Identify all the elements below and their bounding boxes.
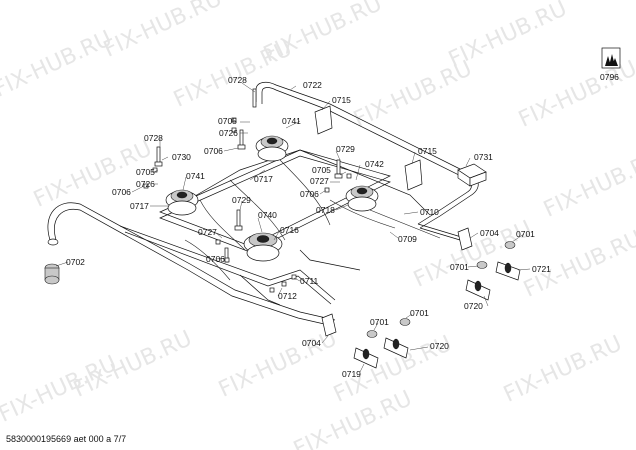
part-label-0721: 0721 xyxy=(532,264,551,274)
gas-valve-0719 xyxy=(353,347,379,369)
part-label-0726: 0726 xyxy=(219,128,238,138)
part-label-0796: 0796 xyxy=(600,72,619,82)
part-label-0731: 0731 xyxy=(474,152,493,162)
part-label-0720: 0720 xyxy=(464,301,483,311)
part-0796-icon xyxy=(601,47,621,69)
part-label-0729: 0729 xyxy=(232,195,251,205)
part-label-0702: 0702 xyxy=(66,257,85,267)
part-label-0727: 0727 xyxy=(310,176,329,186)
part-label-0701: 0701 xyxy=(450,262,469,272)
part-label-0722: 0722 xyxy=(303,80,322,90)
clip-0704 xyxy=(321,227,473,337)
part-label-0710: 0710 xyxy=(420,207,439,217)
leader-lines xyxy=(55,82,531,373)
part-label-0705: 0705 xyxy=(136,167,155,177)
part-label-0718: 0718 xyxy=(316,205,335,215)
gas-valve-0721 xyxy=(495,261,521,281)
gas-manifold-tube xyxy=(47,81,479,327)
part-label-0705: 0705 xyxy=(218,116,237,126)
part-label-0704: 0704 xyxy=(302,338,321,348)
part-label-0706: 0706 xyxy=(204,146,223,156)
part-label-0740: 0740 xyxy=(258,210,277,220)
part-label-0727: 0727 xyxy=(198,227,217,237)
part-label-0715: 0715 xyxy=(418,146,437,156)
part-label-0706: 0706 xyxy=(206,254,225,264)
part-label-0701: 0701 xyxy=(516,229,535,239)
part-0702-fitting xyxy=(44,263,60,285)
ignition-electrodes xyxy=(143,88,352,293)
part-label-0741: 0741 xyxy=(186,171,205,181)
bracket-0715 xyxy=(314,105,423,191)
burner-0740-center xyxy=(243,232,283,262)
part-label-0712: 0712 xyxy=(278,291,297,301)
burner-0741-left xyxy=(165,189,199,216)
part-label-0715: 0715 xyxy=(332,95,351,105)
part-label-0719: 0719 xyxy=(342,369,361,379)
part-label-0704: 0704 xyxy=(480,228,499,238)
part-label-0742: 0742 xyxy=(365,159,384,169)
part-label-0717: 0717 xyxy=(254,174,273,184)
nut-0701 xyxy=(366,241,516,338)
part-label-0726: 0726 xyxy=(136,179,155,189)
gas-valve-0720b xyxy=(383,337,409,359)
part-label-0730: 0730 xyxy=(172,152,191,162)
part-label-0709: 0709 xyxy=(398,234,417,244)
part-label-0706: 0706 xyxy=(112,187,131,197)
part-label-0720: 0720 xyxy=(430,341,449,351)
document-footer-code: 5830000195669 aet 000 a 7/7 xyxy=(6,434,127,444)
part-label-0729: 0729 xyxy=(336,144,355,154)
part-label-0717: 0717 xyxy=(130,201,149,211)
gas-valve-0720a xyxy=(465,279,491,301)
part-label-0728: 0728 xyxy=(144,133,163,143)
part-label-0716: 0716 xyxy=(280,225,299,235)
part-label-0701: 0701 xyxy=(410,308,429,318)
part-number-labels: 0796 0728 0722 0705 0715 0741 0726 0706 … xyxy=(66,72,619,379)
part-label-0701: 0701 xyxy=(370,317,389,327)
part-label-0741: 0741 xyxy=(282,116,301,126)
burner-0741-top xyxy=(255,135,289,162)
part-label-0728: 0728 xyxy=(228,75,247,85)
part-0731-block xyxy=(457,163,487,187)
part-label-0711: 0711 xyxy=(300,276,319,286)
part-label-0705: 0705 xyxy=(312,165,331,175)
part-label-0706: 0706 xyxy=(300,189,319,199)
burner-0742-right xyxy=(345,185,379,212)
